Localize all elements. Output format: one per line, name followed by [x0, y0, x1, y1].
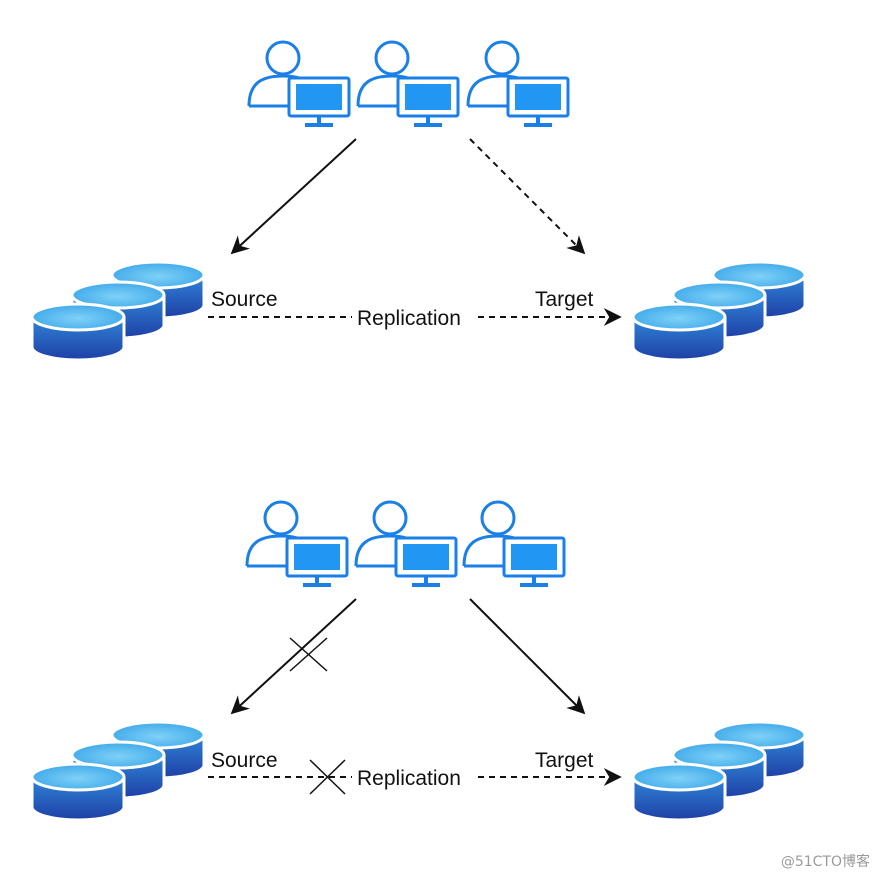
user-group — [247, 40, 570, 127]
write-arrow-to-source — [230, 138, 357, 255]
user-with-monitor-icon — [354, 500, 458, 587]
standby-arrow-to-target — [469, 138, 586, 255]
target-label: Target — [535, 749, 594, 772]
target-database-icon — [633, 722, 805, 820]
user-with-monitor-icon — [462, 500, 566, 587]
source-label: Source — [211, 288, 278, 311]
write-arrow-to-target — [469, 598, 586, 715]
user-with-monitor-icon — [245, 500, 349, 587]
target-label: Target — [535, 288, 594, 311]
source-database-icon — [32, 262, 204, 360]
broken-arrow-to-source — [230, 598, 357, 715]
user-group — [245, 500, 566, 587]
replication-label: Replication — [357, 307, 461, 330]
user-with-monitor-icon — [466, 40, 570, 127]
user-with-monitor-icon — [356, 40, 460, 127]
target-database-icon — [633, 262, 805, 360]
scenario-failover: Source Target Replication — [32, 500, 805, 820]
watermark: @51CTO博客 — [781, 853, 870, 870]
source-database-icon — [32, 722, 204, 820]
source-label: Source — [211, 749, 278, 772]
x-mark-icon — [309, 759, 346, 795]
replication-label: Replication — [357, 767, 461, 790]
scenario-normal: Source Target Replication — [32, 40, 805, 360]
user-with-monitor-icon — [247, 40, 351, 127]
x-mark-icon — [289, 637, 328, 672]
